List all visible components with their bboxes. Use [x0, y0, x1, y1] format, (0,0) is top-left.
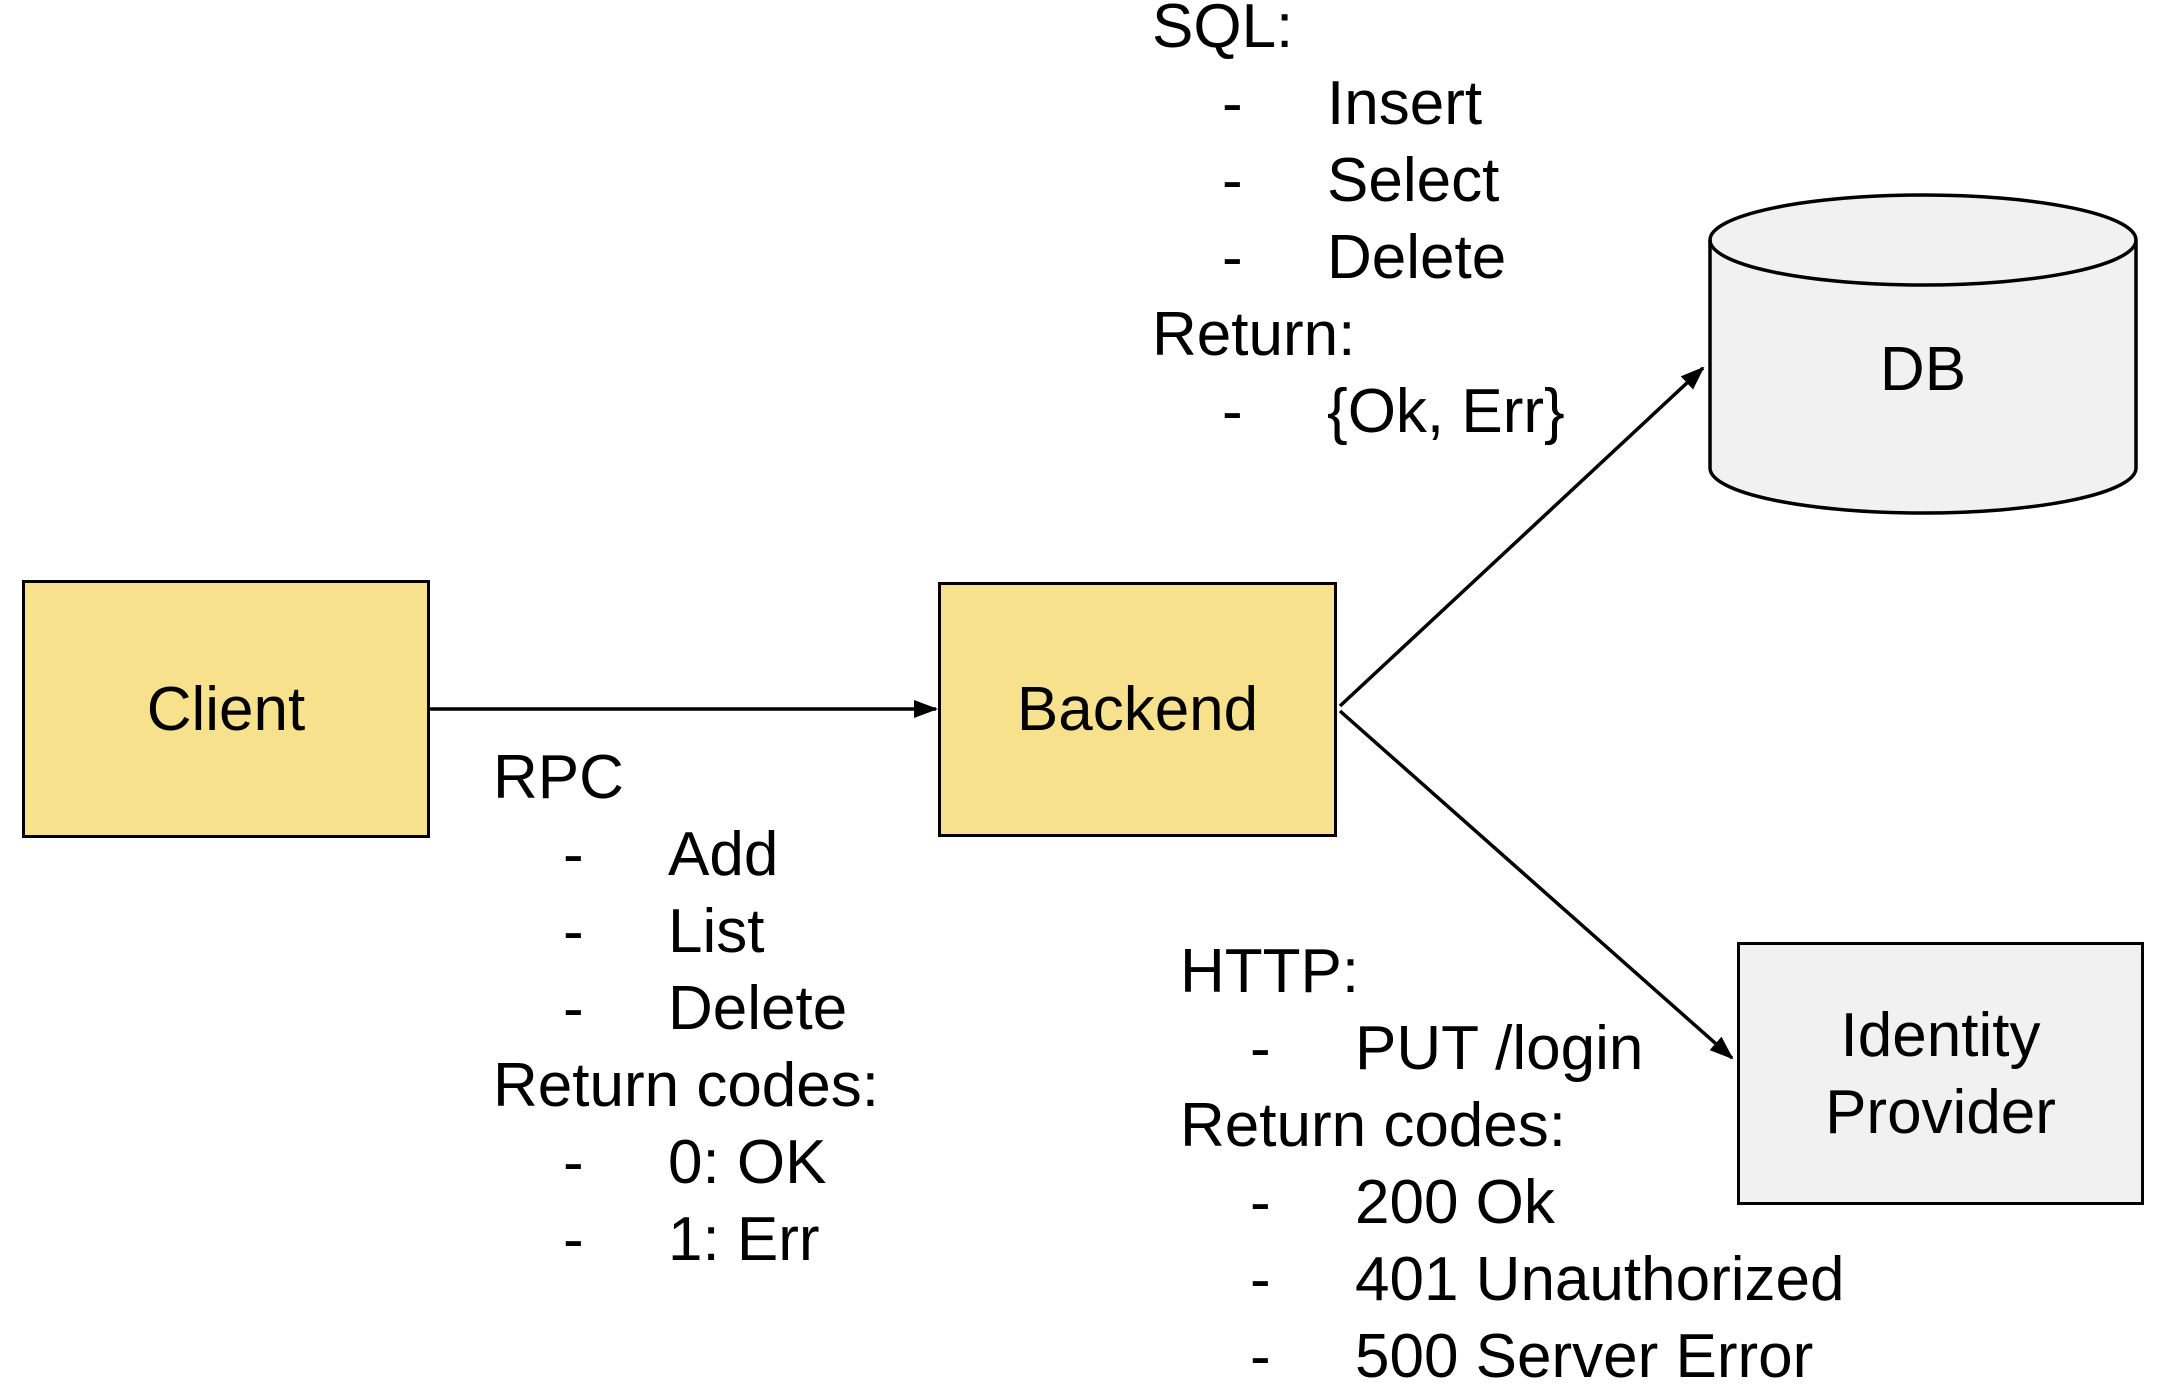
- edge-label-line: -200 Ok: [1180, 1164, 1844, 1241]
- edge-label-line: -1: Err: [493, 1201, 879, 1278]
- edge-label-line: -{Ok, Err}: [1152, 373, 1565, 450]
- edge-label-line: -Add: [493, 816, 879, 893]
- edge-label-line: Return codes:: [1180, 1091, 1566, 1160]
- edge-label-sql: SQL: -Insert -Select -Delete Return: -{O…: [1152, 0, 1565, 450]
- edge-label-line: SQL:: [1152, 0, 1294, 61]
- node-db-label: DB: [1879, 335, 1967, 404]
- arrow-backend-to-db: [1338, 366, 1705, 708]
- edge-label-line: -Insert: [1152, 65, 1565, 142]
- edge-label-line: -List: [493, 893, 879, 970]
- edge-label-line: -Delete: [1152, 219, 1565, 296]
- bullet-dash: -: [1250, 1014, 1271, 1083]
- edge-label-line: -401 Unauthorized: [1180, 1241, 1844, 1318]
- edge-label-line: -0: OK: [493, 1124, 879, 1201]
- edge-label-line: -PUT /login: [1180, 1010, 1844, 1087]
- node-backend: Backend: [938, 582, 1337, 837]
- bullet-dash: -: [563, 974, 584, 1043]
- arrow-backend-to-identity-provider: [1338, 709, 1734, 1060]
- edge-label-line: -Delete: [493, 970, 879, 1047]
- bullet-dash: -: [1222, 69, 1243, 138]
- db-cylinder: [1708, 193, 2138, 515]
- bullet-dash: -: [1222, 223, 1243, 292]
- node-identity-provider-label: Identity Provider: [1825, 1000, 2056, 1147]
- bullet-dash: -: [1250, 1322, 1271, 1391]
- edge-label-line: Return codes:: [493, 1051, 879, 1120]
- node-backend-label: Backend: [1016, 675, 1259, 744]
- bullet-dash: -: [563, 1205, 584, 1274]
- edge-label-line: -Select: [1152, 142, 1565, 219]
- edge-label-line: RPC: [493, 743, 624, 812]
- db-cylinder-body: [1708, 193, 2138, 515]
- bullet-dash: -: [1222, 377, 1243, 446]
- edge-label-line: Return:: [1152, 300, 1356, 369]
- bullet-dash: -: [1250, 1245, 1271, 1314]
- bullet-dash: -: [1250, 1168, 1271, 1237]
- edge-label-line: -500 Server Error: [1180, 1318, 1844, 1395]
- edge-label-rpc: RPC -Add -List -Delete Return codes: -0:…: [493, 739, 879, 1278]
- db-cylinder-rim: [1708, 239, 2138, 287]
- bullet-dash: -: [563, 1128, 584, 1197]
- bullet-dash: -: [1222, 146, 1243, 215]
- edge-label-line: HTTP:: [1180, 937, 1360, 1006]
- bullet-dash: -: [563, 820, 584, 889]
- edge-label-http: HTTP: -PUT /login Return codes: -200 Ok …: [1180, 933, 1844, 1395]
- bullet-dash: -: [563, 897, 584, 966]
- node-identity-provider: Identity Provider: [1737, 942, 2144, 1205]
- node-client: Client: [22, 580, 430, 838]
- node-client-label: Client: [146, 674, 306, 744]
